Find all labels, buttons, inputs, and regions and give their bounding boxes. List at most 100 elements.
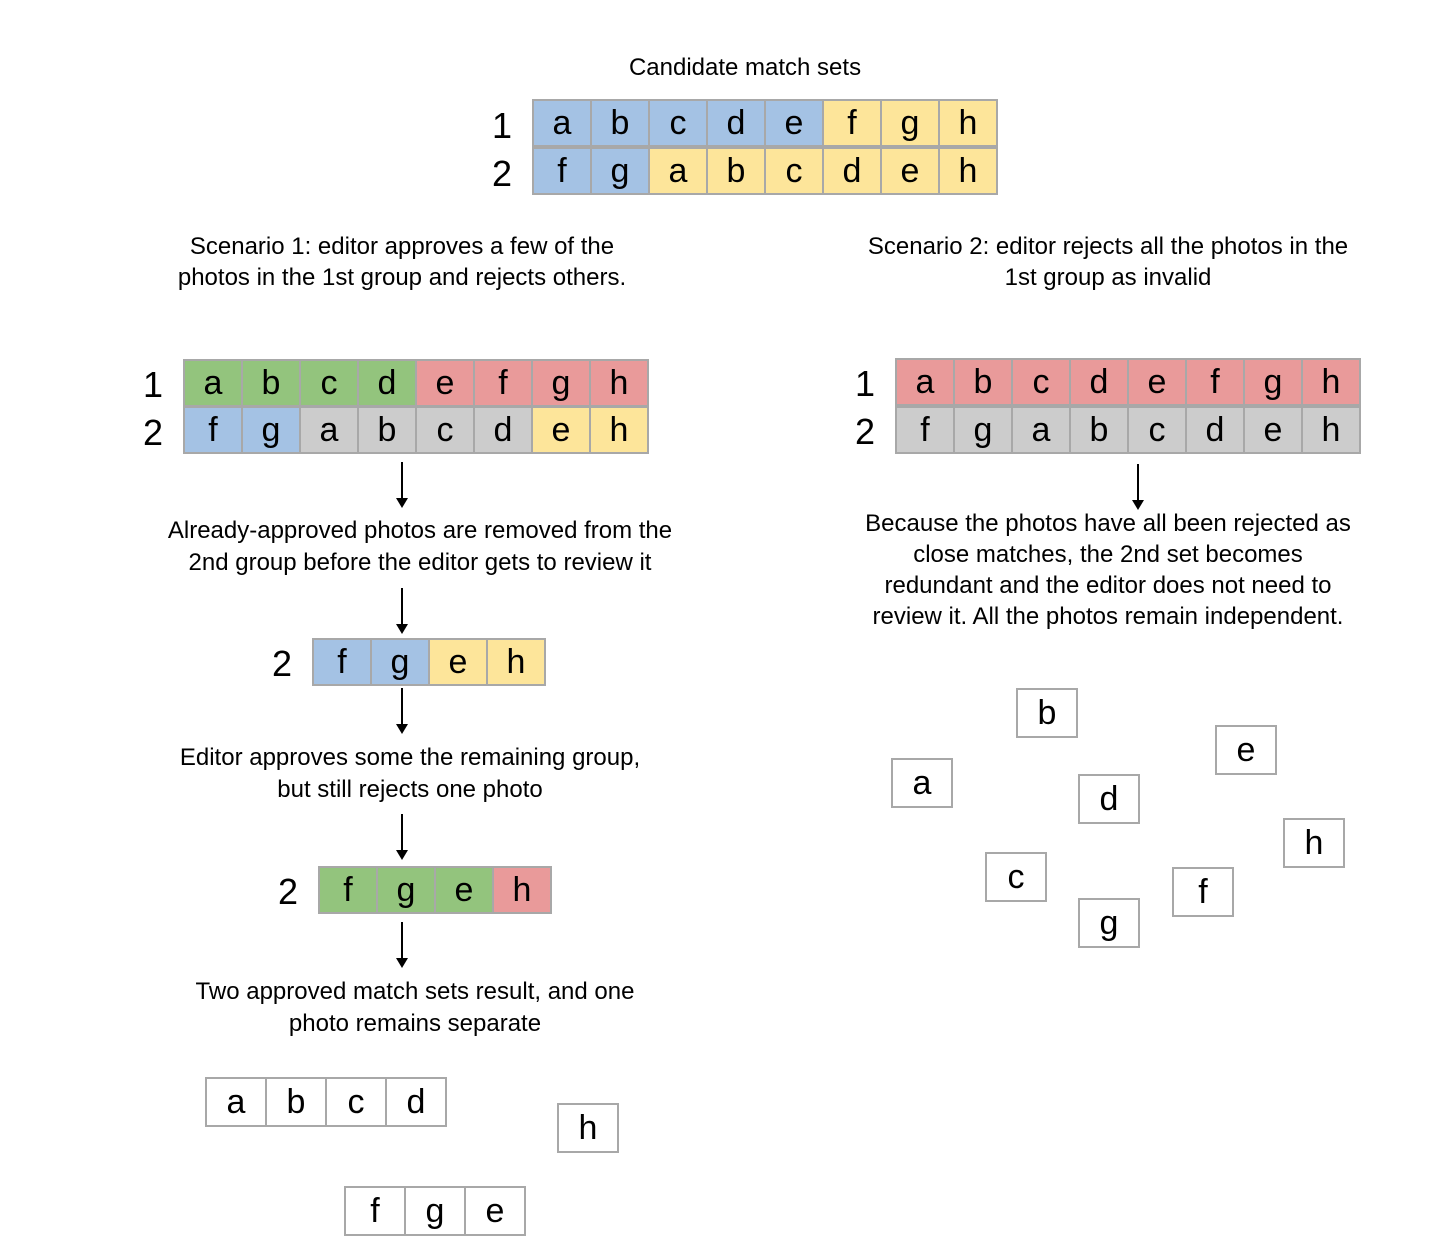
photo-cell-g: g [1243, 358, 1303, 406]
photo-cell-c: c [1127, 406, 1187, 454]
photo-cell-e: e [434, 866, 494, 914]
step-1-text-line-1: Already-approved photos are removed from… [167, 517, 673, 544]
independent-photo-g: g [1078, 898, 1140, 948]
photo-cell-a: a [299, 406, 359, 454]
photo-cell-g: g [370, 638, 430, 686]
arrow-down-icon [396, 814, 408, 860]
independent-photo-d: d [1078, 774, 1140, 824]
photo-cell-c: c [325, 1077, 387, 1127]
photo-cell-b: b [265, 1077, 327, 1127]
photo-cell-b: b [241, 359, 301, 407]
photo-cell-g: g [531, 359, 591, 407]
photo-cell-f: f [473, 359, 533, 407]
scenario-2-explanation-line-1: Because the photos have all been rejecte… [865, 510, 1351, 537]
arrow-down-icon [396, 688, 408, 734]
arrow-down-icon [396, 922, 408, 968]
photo-cell-a: a [183, 359, 243, 407]
photo-cell-f: f [822, 99, 882, 147]
photo-cell-b: b [706, 147, 766, 195]
photo-cell-h: h [589, 406, 649, 454]
photo-cell-b: b [357, 406, 417, 454]
photo-cell-a: a [895, 358, 955, 406]
independent-photo-c: c [985, 852, 1047, 902]
photo-cell-f: f [895, 406, 955, 454]
scenario-2-explanation-line-3: redundant and the editor does not need t… [884, 572, 1332, 599]
photo-cell-c: c [648, 99, 708, 147]
photo-cell-e: e [428, 638, 488, 686]
photo-cell-b: b [590, 99, 650, 147]
photo-cell-d: d [1069, 358, 1129, 406]
photo-cell-b: b [1069, 406, 1129, 454]
photo-cell-a: a [1011, 406, 1071, 454]
scenario-1-heading-line-1: Scenario 1: editor approves a few of the [189, 233, 615, 260]
photo-cell-e: e [531, 406, 591, 454]
photo-cell-g: g [880, 99, 940, 147]
photo-cell-d: d [385, 1077, 447, 1127]
step-2-text-line-1: Editor approves some the remaining group… [179, 744, 641, 771]
photo-cell-c: c [415, 406, 475, 454]
arrow-down-icon [396, 588, 408, 634]
photo-cell-d: d [706, 99, 766, 147]
step-3-text-line-1: Two approved match sets result, and one [195, 978, 635, 1005]
photo-cell-g: g [590, 147, 650, 195]
scenario-1-heading-line-2: photos in the 1st group and rejects othe… [177, 264, 627, 291]
scenario-2-heading-line-1: Scenario 2: editor rejects all the photo… [867, 233, 1349, 260]
photo-cell-e: e [880, 147, 940, 195]
row-label-1: 1 [142, 364, 164, 405]
photo-cell-h: h [1301, 358, 1361, 406]
scenario-2-explanation-line-2: close matches, the 2nd set becomes [913, 541, 1303, 568]
row-label-1: 1 [491, 105, 513, 146]
photo-cell-a: a [205, 1077, 267, 1127]
photo-cell-f: f [532, 147, 592, 195]
step-3-text-line-2: photo remains separate [288, 1010, 542, 1037]
photo-cell-f: f [183, 406, 243, 454]
photo-cell-f: f [312, 638, 372, 686]
photo-cell-d: d [1185, 406, 1245, 454]
photo-cell-d: d [822, 147, 882, 195]
photo-cell-h: h [938, 147, 998, 195]
photo-cell-g: g [404, 1186, 466, 1236]
photo-cell-e: e [1127, 358, 1187, 406]
row-label-2: 2 [271, 643, 293, 684]
photo-cell-h: h [589, 359, 649, 407]
row-label-1: 1 [854, 363, 876, 404]
step-1-text-line-2: 2nd group before the editor gets to revi… [188, 549, 652, 576]
arrow-down-icon [1132, 464, 1144, 510]
row-label-2: 2 [854, 411, 876, 452]
photo-cell-f: f [344, 1186, 406, 1236]
separate-photo-h: h [557, 1103, 619, 1153]
photo-cell-c: c [1011, 358, 1071, 406]
independent-photo-h: h [1283, 818, 1345, 868]
diagram-title: Candidate match sets [628, 54, 862, 81]
photo-cell-h: h [492, 866, 552, 914]
photo-cell-a: a [532, 99, 592, 147]
independent-photo-f: f [1172, 867, 1234, 917]
photo-cell-c: c [764, 147, 824, 195]
photo-cell-a: a [648, 147, 708, 195]
independent-photo-b: b [1016, 688, 1078, 738]
photo-cell-h: h [486, 638, 546, 686]
photo-cell-d: d [473, 406, 533, 454]
photo-cell-e: e [764, 99, 824, 147]
photo-cell-h: h [938, 99, 998, 147]
photo-cell-e: e [1243, 406, 1303, 454]
photo-cell-b: b [953, 358, 1013, 406]
photo-cell-e: e [464, 1186, 526, 1236]
photo-cell-g: g [241, 406, 301, 454]
scenario-2-heading-line-2: 1st group as invalid [1004, 264, 1212, 291]
photo-cell-g: g [953, 406, 1013, 454]
step-2-text-line-2: but still rejects one photo [277, 776, 543, 803]
row-label-2: 2 [277, 871, 299, 912]
photo-cell-c: c [299, 359, 359, 407]
independent-photo-e: e [1215, 725, 1277, 775]
